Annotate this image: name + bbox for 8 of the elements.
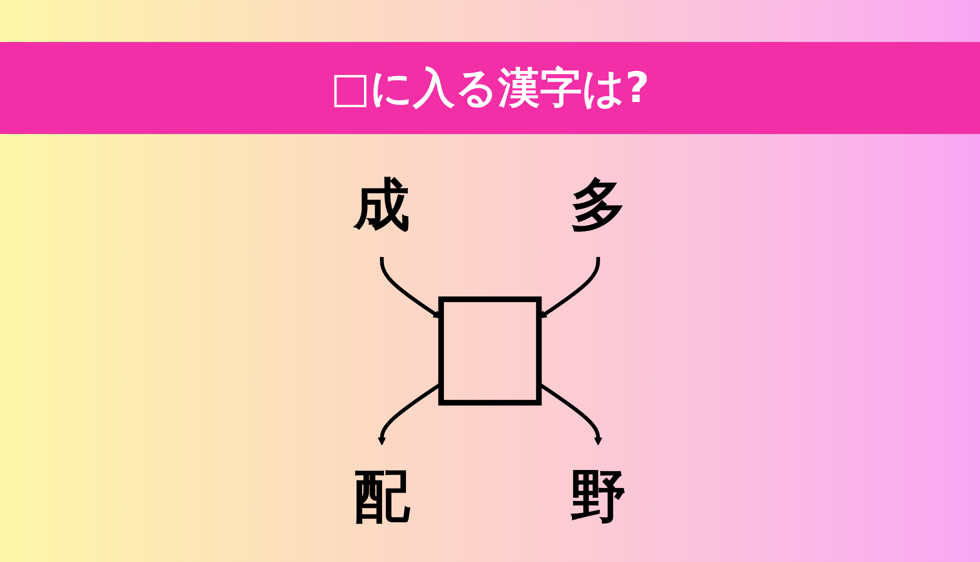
node-text: 多 — [570, 172, 626, 238]
arrow — [538, 256, 600, 318]
node-text: 野 — [570, 464, 626, 530]
node-box — [438, 296, 542, 406]
node-text: 配 — [354, 464, 410, 530]
arrow — [380, 256, 442, 318]
title: □に入る漢字は? — [330, 64, 650, 112]
node-text: 成 — [354, 172, 410, 238]
